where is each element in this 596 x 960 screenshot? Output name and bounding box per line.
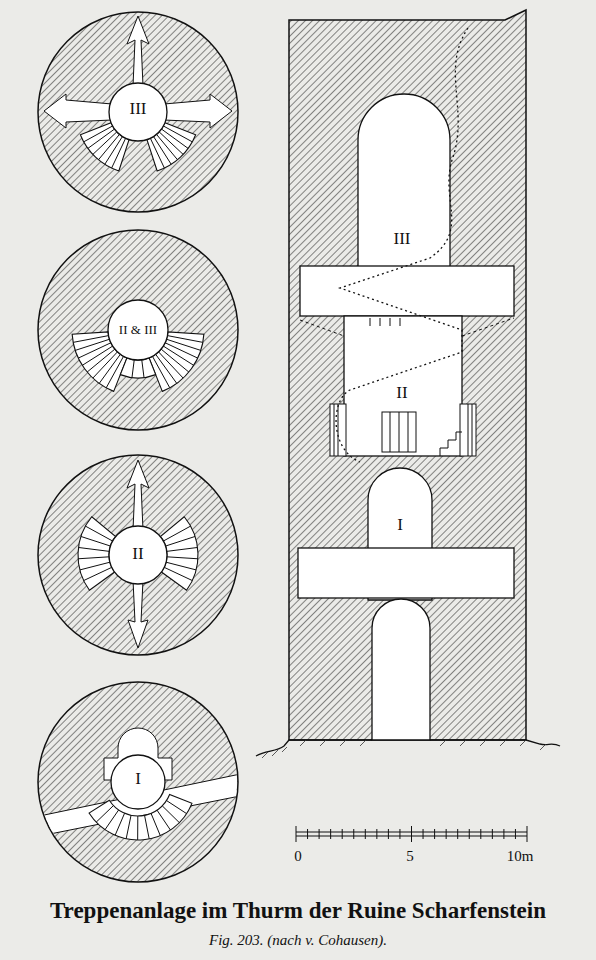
floor-plan (38, 455, 238, 655)
floor-label: I (395, 515, 405, 534)
floor-label: III (128, 99, 149, 118)
scale-number: 10m (505, 848, 536, 865)
figure-caption: Treppenanlage im Thurm der Ruine Scharfe… (50, 898, 546, 923)
scale-number: 0 (292, 848, 304, 865)
tower-section (289, 10, 526, 740)
floor-plan (38, 230, 238, 430)
floor-plan (38, 12, 238, 212)
stair-steps (120, 358, 155, 378)
ground-line (256, 740, 560, 758)
floor-plan (30, 682, 250, 882)
figure-note: Fig. 203. (nach v. Cohausen). (207, 932, 389, 949)
floor-label: III (392, 229, 413, 248)
scale-number: 5 (404, 848, 416, 865)
scale-bar (296, 826, 527, 842)
floor-label: II & III (117, 322, 159, 337)
floor-label: I (133, 769, 143, 788)
floor-label: II (394, 383, 409, 402)
floor-label: II (130, 544, 145, 563)
